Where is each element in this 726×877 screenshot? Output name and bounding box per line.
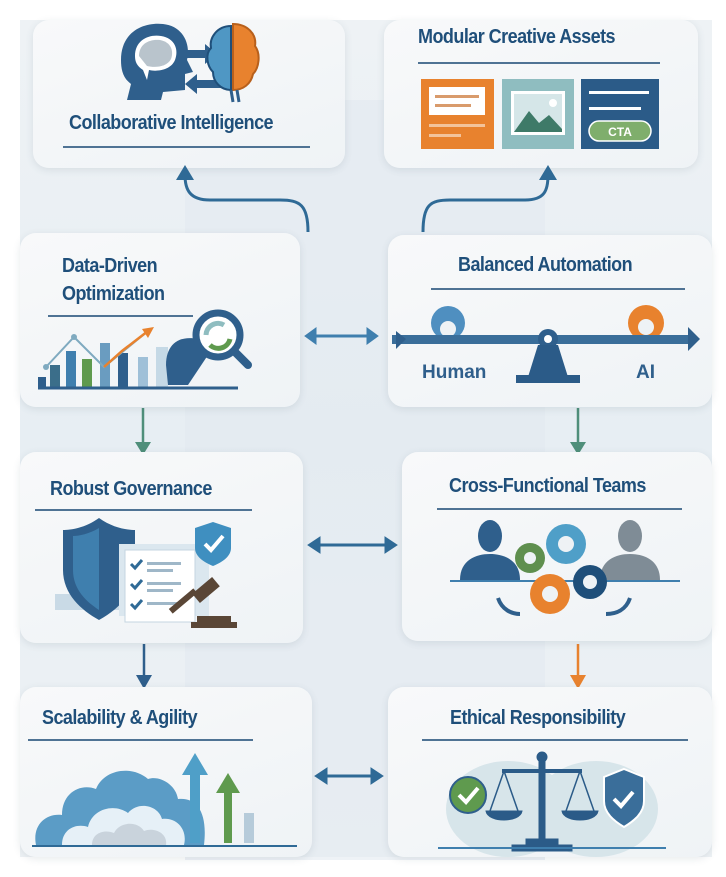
title-underline [418, 62, 660, 64]
double-arrow-row1 [304, 327, 379, 345]
title-underline [422, 739, 688, 741]
card-robust-governance: Robust Governance [20, 452, 303, 643]
arrow-down-right-1 [570, 408, 586, 455]
title-underline [431, 288, 685, 290]
card-title-line2: Optimization [62, 283, 165, 305]
arrow-down-left-1 [135, 408, 151, 455]
person-left-icon [460, 520, 520, 580]
card-scalability-agility: Scalability & Agility [20, 687, 312, 857]
human-label: Human [422, 362, 486, 383]
arrow-to-modular [421, 174, 550, 233]
cloud-growth-icon [32, 753, 297, 847]
gear-orange [530, 574, 570, 614]
title-underline [63, 146, 310, 148]
card-data-driven-optimization: Data-Driven Optimization [20, 233, 300, 407]
double-arrow-row2 [307, 536, 398, 554]
human-ai-brain-icon [121, 22, 260, 103]
card-title: Scalability & Agility [42, 707, 198, 729]
card-title: Balanced Automation [458, 254, 633, 276]
gear-navy [573, 565, 607, 599]
card-title: Collaborative Intelligence [69, 112, 274, 134]
creative-assets-icon: CTA [421, 79, 659, 149]
human-gear-icon [431, 306, 465, 340]
card-modular-creative-assets: Modular Creative Assets CTA [384, 20, 698, 168]
shield-check-icon [603, 767, 645, 829]
card-title-line1: Data-Driven [62, 255, 158, 277]
arrow-down-right-2 [570, 644, 586, 689]
title-underline [437, 508, 682, 510]
double-arrow-row3 [314, 767, 384, 785]
card-ethical-responsibility: Ethical Responsibility [388, 687, 712, 857]
arrow-down-left-2 [136, 644, 152, 689]
team-gears-icon [450, 520, 680, 616]
governance-shield-gavel-icon [55, 518, 237, 628]
gear-green [515, 543, 545, 573]
ai-gear-icon [628, 305, 664, 341]
arrow-to-collaborative [183, 174, 310, 233]
arrow-up-green [216, 773, 240, 843]
arrow-up-teal [182, 753, 208, 843]
check-circle-icon [449, 776, 487, 814]
ai-label: AI [636, 362, 655, 383]
title-underline [28, 739, 253, 741]
title-underline [48, 315, 193, 317]
gear-teal [546, 524, 586, 564]
card-collaborative-intelligence: Collaborative Intelligence [33, 20, 345, 168]
balance-scales-icon [485, 751, 599, 852]
card-balanced-automation: Balanced Automation Human AI [388, 235, 712, 407]
person-right-icon [600, 520, 660, 580]
card-title: Robust Governance [50, 478, 212, 500]
card-title: Cross-Functional Teams [449, 475, 646, 497]
cta-button-label: CTA [608, 125, 632, 139]
title-underline [35, 509, 252, 511]
card-title: Ethical Responsibility [450, 707, 626, 729]
balance-seesaw-icon: Human AI [392, 305, 700, 383]
analytics-magnifier-icon [38, 309, 252, 390]
card-title: Modular Creative Assets [418, 26, 616, 48]
ethics-scales-icon [438, 751, 666, 857]
card-cross-functional-teams: Cross-Functional Teams [402, 452, 712, 641]
